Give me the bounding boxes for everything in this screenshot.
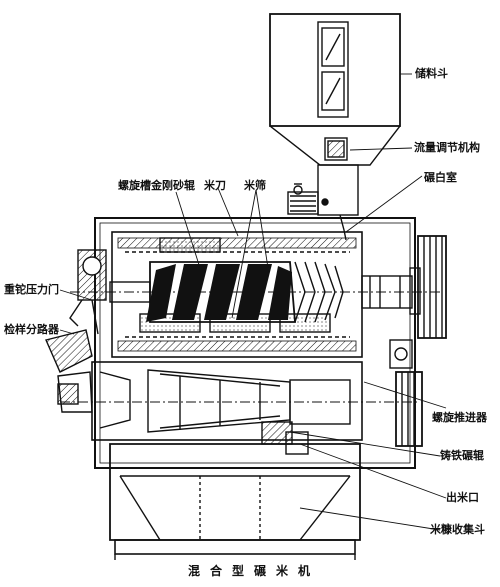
label-rice-knife: 米刀	[204, 179, 226, 192]
flow-regulator-shape	[287, 164, 359, 241]
figure-caption: 混合型碾米机	[188, 564, 321, 578]
sample-divider-shape	[45, 329, 93, 413]
machine-housing	[94, 217, 416, 469]
lower-pulley	[389, 339, 423, 447]
label-whitening-chamber: 碾白室	[424, 171, 457, 184]
label-hopper: 储料斗	[415, 67, 448, 80]
hopper-shape	[269, 13, 401, 166]
bran-hopper-shape	[109, 443, 361, 560]
lower-chamber	[60, 361, 420, 455]
label-iron-roller: 铸铁碾辊	[440, 449, 484, 462]
label-rice-outlet: 出米口	[446, 491, 479, 504]
label-flow-mechanism: 流量调节机构	[414, 141, 480, 154]
label-rice-sieve: 米筛	[244, 179, 266, 192]
label-screw-feeder: 螺旋推进器	[432, 411, 487, 424]
label-weight-door: 重铊压力门	[4, 283, 59, 296]
upper-chamber	[111, 231, 363, 358]
leader-lines	[59, 73, 447, 531]
main-shaft	[70, 275, 440, 309]
weight-door-shape	[69, 249, 107, 335]
label-sample-divider: 检样分路器	[4, 323, 59, 336]
label-bran-hopper: 米糠收集斗	[430, 523, 485, 536]
label-spiral-roller: 螺旋槽金刚砂辊	[118, 179, 195, 192]
upper-pulley	[409, 235, 447, 339]
